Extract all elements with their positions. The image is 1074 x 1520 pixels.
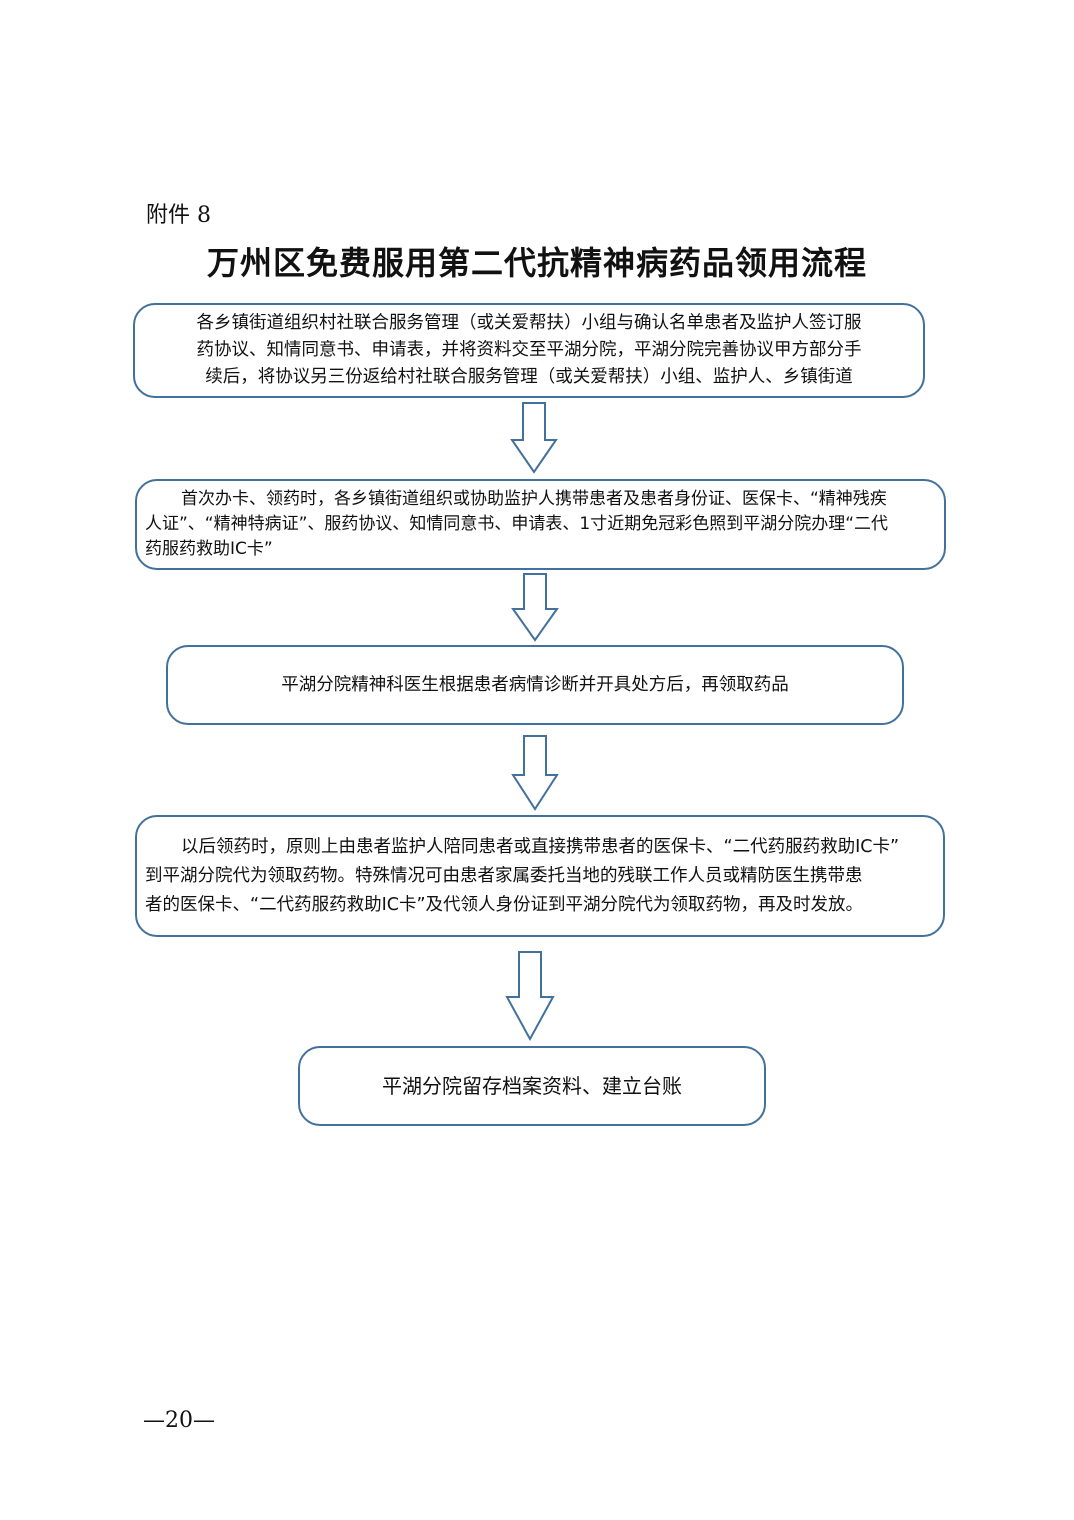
down-arrow-icon (511, 735, 559, 811)
flow-step-4: 以后领药时，原则上由患者监护人陪同患者或直接携带患者的医保卡、“二代药服药救助I… (135, 815, 945, 937)
flow-step-3: 平湖分院精神科医生根据患者病情诊断并开具处方后，再领取药品 (166, 645, 904, 725)
down-arrow-icon (505, 951, 555, 1041)
flow-step-1: 各乡镇街道组织村社联合服务管理（或关爱帮扶）小组与确认名单患者及监护人签订服 药… (133, 303, 925, 398)
flow-step-5: 平湖分院留存档案资料、建立台账 (298, 1046, 766, 1126)
step-3-line-1: 平湖分院精神科医生根据患者病情诊断并开具处方后，再领取药品 (281, 674, 789, 695)
page-title: 万州区免费服用第二代抗精神病药品领用流程 (206, 244, 867, 282)
flow-step-2: 首次办卡、领药时，各乡镇街道组织或协助监护人携带患者及患者身份证、医保卡、“精神… (135, 479, 946, 570)
attachment-label: 附件 8 (146, 203, 211, 228)
step-4-line-2: 到平湖分院代为领取药物。特殊情况可由患者家属委托当地的残联工作人员或精防医生携带… (145, 865, 863, 886)
step-4-line-3: 者的医保卡、“二代药服药救助IC卡”及代领人身份证到平湖分院代为领取药物，再及时… (145, 894, 864, 915)
step-1-line-3: 续后，将协议另三份返给村社联合服务管理（或关爱帮扶）小组、监护人、乡镇街道 (205, 367, 853, 387)
step-2-line-2: 人证”、“精神特病证”、服药协议、知情同意书、申请表、1寸近期免冠彩色照到平湖分… (145, 514, 889, 534)
page-number: —20— (143, 1408, 215, 1433)
step-2-line-1: 首次办卡、领药时，各乡镇街道组织或协助监护人携带患者及患者身份证、医保卡、“精神… (181, 489, 887, 509)
step-1-line-2: 药协议、知情同意书、申请表，并将资料交至平湖分院，平湖分院完善协议甲方部分手 (196, 340, 862, 360)
step-1-line-1: 各乡镇街道组织村社联合服务管理（或关爱帮扶）小组与确认名单患者及监护人签订服 (196, 313, 862, 333)
step-2-line-3: 药服药救助IC卡” (145, 539, 273, 559)
down-arrow-icon (511, 573, 559, 642)
down-arrow-icon (510, 402, 558, 474)
step-4-line-1: 以后领药时，原则上由患者监护人陪同患者或直接携带患者的医保卡、“二代药服药救助I… (181, 836, 900, 857)
step-5-line-1: 平湖分院留存档案资料、建立台账 (382, 1073, 682, 1098)
